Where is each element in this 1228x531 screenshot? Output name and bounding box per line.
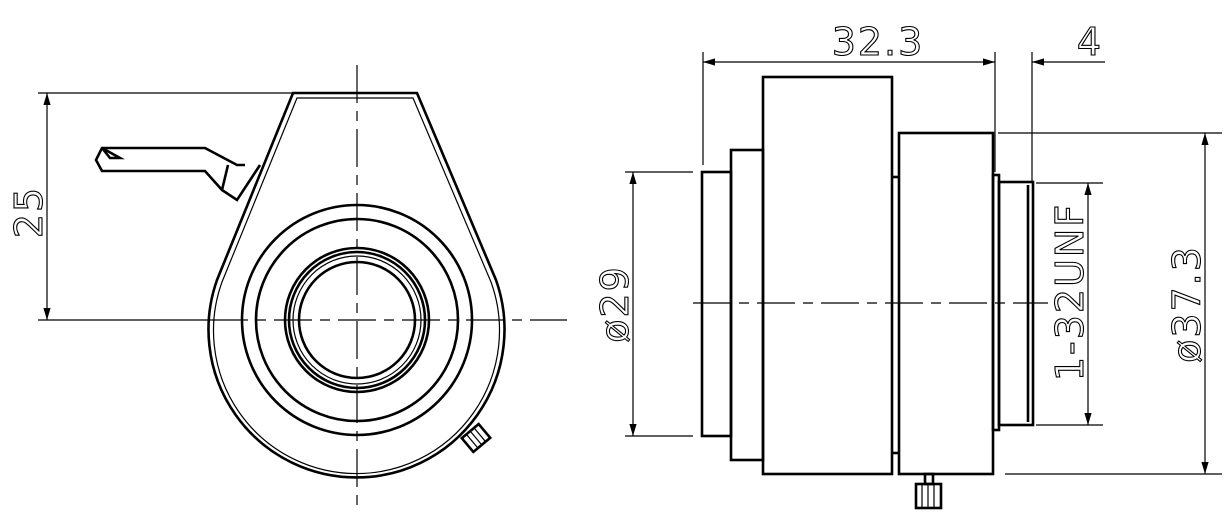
lens-ring-3 xyxy=(292,255,422,385)
cable-collar xyxy=(220,164,230,191)
main-barrel xyxy=(761,75,894,476)
second-ring xyxy=(729,148,765,462)
lens-ring-2 xyxy=(287,250,427,390)
dim-length-label: 32.3 xyxy=(832,20,925,64)
side-view: 32.3 4 ø29 1-32UNF ø37.3 xyxy=(592,19,1222,510)
lens-ring-1 xyxy=(283,246,431,394)
front-ring xyxy=(700,170,733,438)
dim-front-diameter-label: ø29 xyxy=(593,265,637,343)
dim-thread-length-label: 4 xyxy=(1077,20,1103,64)
c-mount-thread xyxy=(997,180,1035,427)
housing-inner-outline xyxy=(212,97,501,475)
dim-height-label: 25 xyxy=(7,186,51,238)
dim-body-diameter-label: ø37.3 xyxy=(1165,245,1209,363)
locking-screw-side xyxy=(914,472,943,510)
lens-aperture xyxy=(297,260,417,380)
dim-thread-label: 1-32UNF xyxy=(1048,203,1092,381)
iris-cable xyxy=(94,146,262,202)
front-view: 25 xyxy=(6,65,567,507)
locking-screw-front xyxy=(459,422,493,454)
cable-tip xyxy=(100,146,126,160)
focus-ring-outer xyxy=(240,203,474,437)
focus-ring-inner xyxy=(254,217,460,423)
housing-outline xyxy=(207,91,506,479)
